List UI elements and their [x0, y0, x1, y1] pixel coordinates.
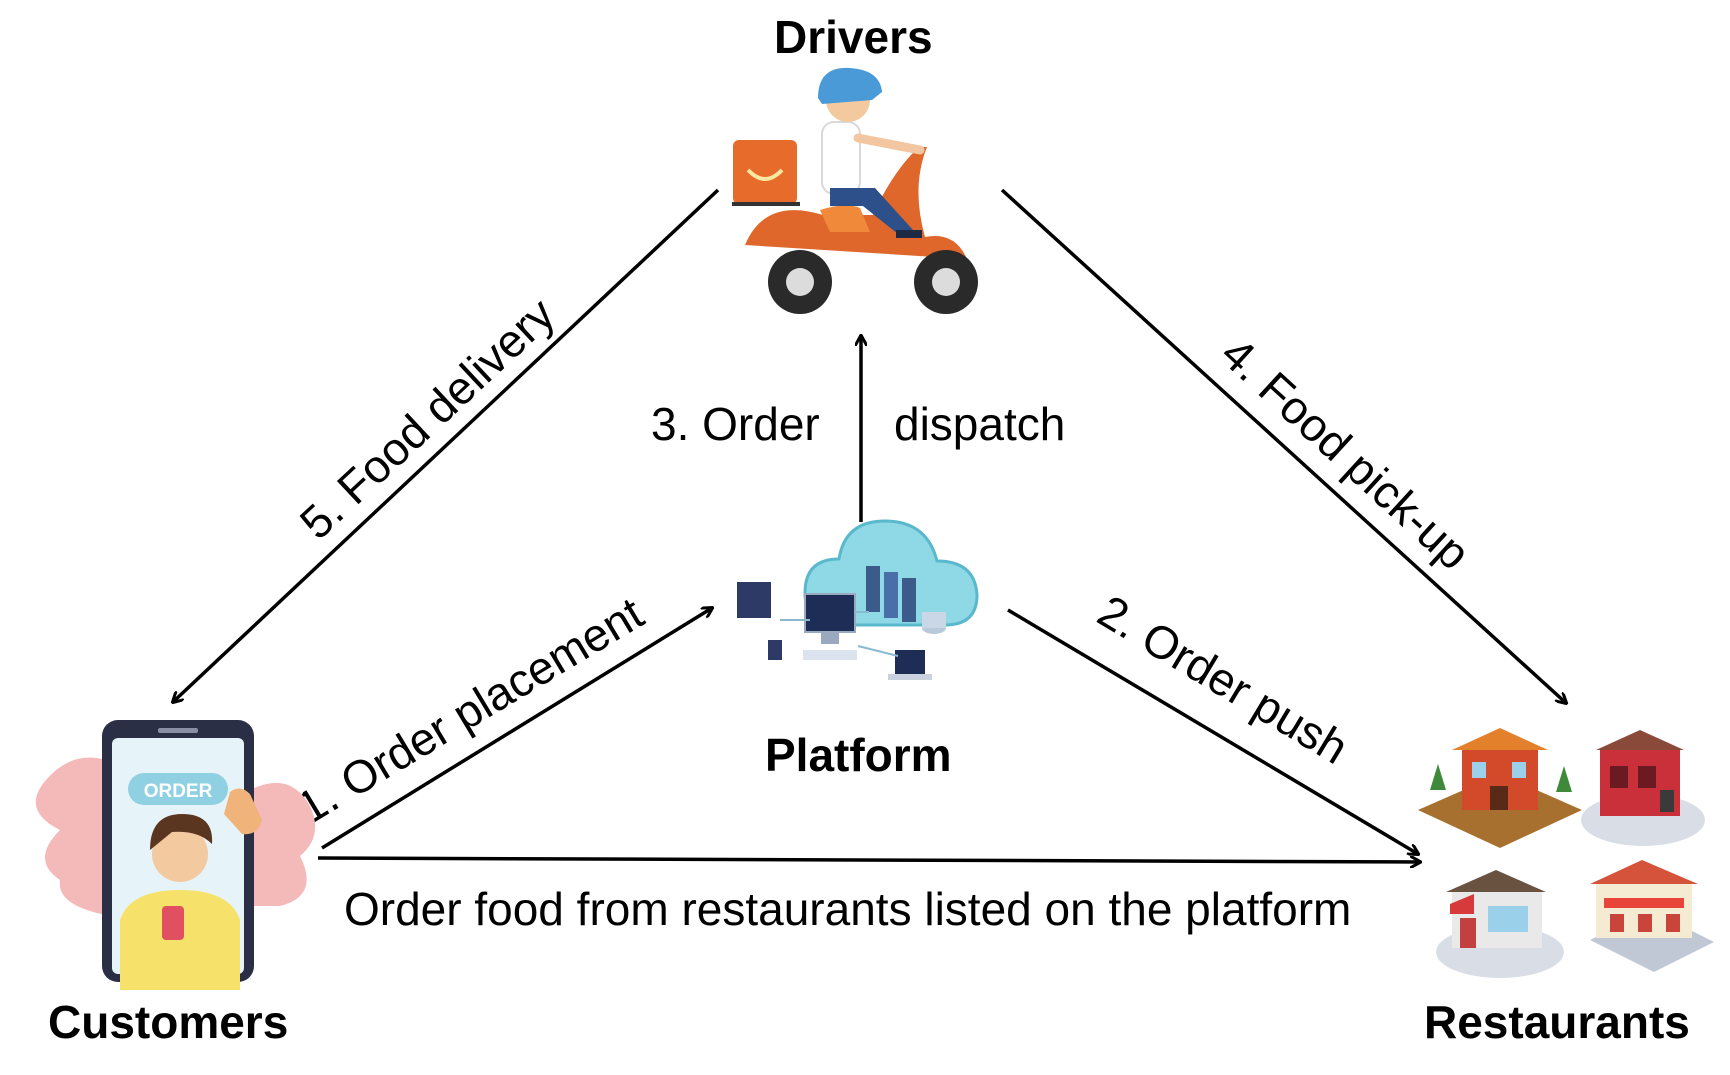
- restaurant-building-2: [1581, 730, 1705, 846]
- restaurant-buildings-icon: [1418, 728, 1714, 978]
- restaurant-building-4: [1590, 860, 1714, 972]
- label-food-delivery: 5. Food delivery: [290, 288, 565, 549]
- phone-order-button-label: ORDER: [144, 781, 213, 802]
- label-bottom-caption: Order food from restaurants listed on th…: [344, 883, 1352, 935]
- arrow-bottom-order: [317, 858, 1420, 862]
- label-order-dispatch-part1: 3. Order: [651, 398, 820, 450]
- node-label-drivers: Drivers: [774, 11, 933, 63]
- label-order-placement: 1. Order placement: [288, 586, 652, 833]
- node-label-customers: Customers: [48, 996, 289, 1048]
- label-order-dispatch-part2: dispatch: [894, 398, 1066, 450]
- node-label-restaurants: Restaurants: [1424, 996, 1690, 1048]
- restaurant-building-3: [1436, 870, 1564, 978]
- arrow-food-pickup: [1000, 188, 1566, 703]
- phone-customer-icon: ORDER: [35, 720, 316, 990]
- arrow-order-push: [1007, 608, 1418, 854]
- arrow-food-delivery: [173, 188, 720, 702]
- arrow-order-placement: [321, 608, 712, 850]
- cloud-server-icon: [737, 519, 979, 680]
- scooter-rider-icon: [732, 67, 978, 314]
- label-order-push: 2. Order push: [1089, 585, 1357, 774]
- label-food-pickup: 4. Food pick-up: [1211, 327, 1480, 580]
- restaurant-building-1: [1418, 728, 1582, 848]
- node-label-platform: Platform: [765, 729, 952, 781]
